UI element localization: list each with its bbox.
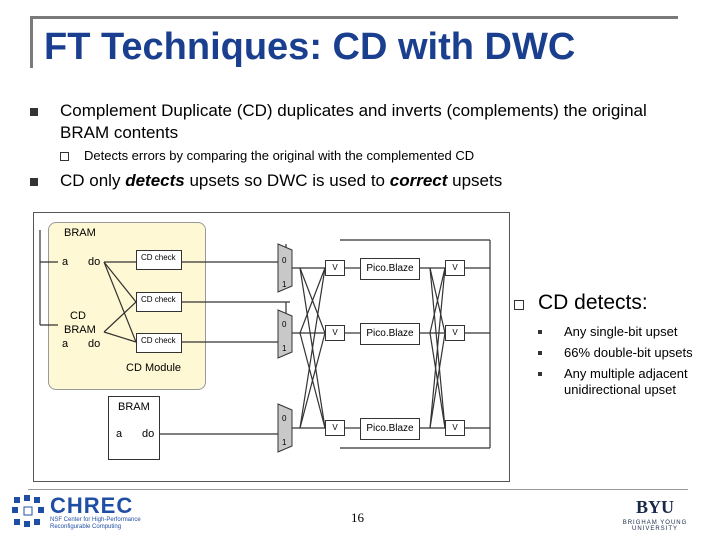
right-item-1: Any single-bit upset <box>564 324 678 339</box>
mux-1-shape <box>277 243 293 293</box>
page-number: 16 <box>351 510 364 525</box>
sub-bullet-marker <box>60 152 69 161</box>
right-item-2: 66% double-bit upsets <box>564 345 693 360</box>
bram-bottom-port-a: a <box>116 428 123 440</box>
picoblaze-3: Pico.Blaze <box>360 418 420 440</box>
bullet-2-text: CD only detects upsets so DWC is used to… <box>60 170 502 192</box>
bullet-2-emph: correct <box>389 171 448 190</box>
bullet-2-part: upsets <box>447 171 503 190</box>
chrec-wordmark: CHREC <box>50 493 134 518</box>
bullet-marker <box>30 108 38 116</box>
right-heading: CD detects: <box>538 291 648 314</box>
right-item-dot <box>538 351 542 355</box>
cd-bram-label: BRAM <box>64 324 96 336</box>
bullet-marker <box>30 178 38 186</box>
cd-check-3: CD check <box>136 333 182 353</box>
picoblaze-2: Pico.Blaze <box>360 323 420 345</box>
cd-bram-label: CD <box>70 310 86 322</box>
chrec-subtitle: NSF Center for High-Performance <box>50 517 141 523</box>
voter-left-3: V <box>325 420 345 436</box>
bram-bottom-port-do: do <box>142 428 155 440</box>
bram-bottom-label: BRAM <box>118 401 150 413</box>
cd-bram-port-a: a <box>62 338 69 350</box>
chrec-subtitle: Reconfigurable Computing <box>50 524 122 530</box>
mux-3-in-0: 0 <box>282 414 287 423</box>
title-rule-left <box>30 16 33 68</box>
mux-1-in-1: 1 <box>282 280 287 289</box>
mux-3-shape <box>277 403 293 453</box>
voter-right-2: V <box>445 325 465 341</box>
page-title: FT Techniques: CD with DWC <box>44 26 576 68</box>
byu-wordmark: BYU <box>635 497 674 517</box>
mux-2-in-0: 0 <box>282 320 287 329</box>
footer-rule <box>28 489 688 490</box>
chrec-logo: CHREC NSF Center for High-Performance Re… <box>10 493 150 533</box>
bullet-2-emph: detects <box>125 171 185 190</box>
cd-module-label: CD Module <box>126 362 182 374</box>
cd-check-1: CD check <box>136 250 182 270</box>
bram-top-port-do: do <box>88 256 101 268</box>
title-rule-top <box>30 16 678 19</box>
voter-left-2: V <box>325 325 345 341</box>
mux-2-shape <box>277 309 293 359</box>
voter-right-3: V <box>445 420 465 436</box>
mux-3-in-1: 1 <box>282 438 287 447</box>
sub-bullet-text: Detects errors by comparing the original… <box>84 148 475 163</box>
bullet-1-text: Complement Duplicate (CD) duplicates and… <box>60 101 647 142</box>
cd-bram-port-do: do <box>88 338 101 350</box>
byu-subtitle: BRIGHAM YOUNG UNIVERSITY <box>622 520 688 532</box>
byu-logo: BYU BRIGHAM YOUNG UNIVERSITY <box>605 497 705 533</box>
cd-check-2: CD check <box>136 292 182 312</box>
bullet-2-part: CD only <box>60 171 126 190</box>
bram-top-port-a: a <box>62 256 69 268</box>
mux-2-in-1: 1 <box>282 344 287 353</box>
chrec-emblem-icon <box>12 495 44 527</box>
bram-bottom-block <box>108 396 160 460</box>
voter-left-1: V <box>325 260 345 276</box>
picoblaze-1: Pico.Blaze <box>360 258 420 280</box>
right-item-dot <box>538 372 542 376</box>
voter-right-1: V <box>445 260 465 276</box>
bram-top-label: BRAM <box>64 227 96 239</box>
bullet-2-part: upsets so DWC is used to <box>184 171 390 190</box>
right-item-dot <box>538 330 542 334</box>
right-bullet-marker <box>514 300 524 310</box>
mux-1-in-0: 0 <box>282 256 287 265</box>
right-item-3: Any multiple adjacent unidirectional ups… <box>564 366 688 397</box>
